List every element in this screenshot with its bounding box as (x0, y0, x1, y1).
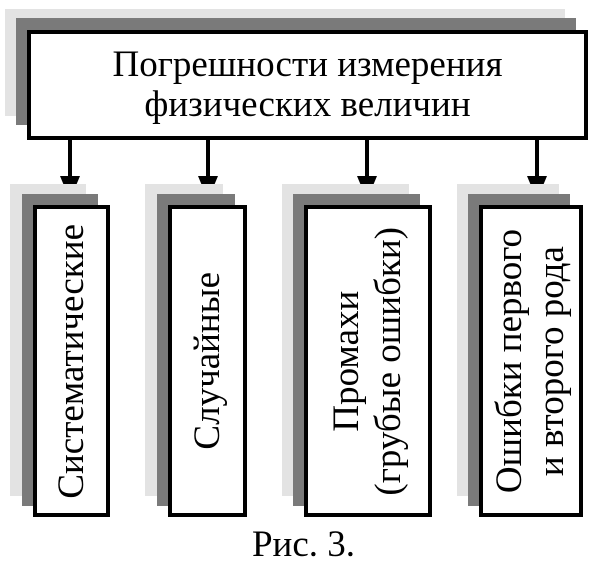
category-random-label: Случайные (186, 272, 228, 450)
category-gross-errors-label: Промахи (грубые ошибки) (326, 227, 410, 496)
category-systematic: Систематические (33, 205, 110, 517)
title-line-2: физических величин (144, 84, 471, 125)
title-line-1: Погрешности измерения (112, 44, 503, 85)
category-type-errors-label: Ошибки первого и второго рода (489, 229, 573, 493)
category-gross-errors-line-1: Промахи (326, 290, 367, 432)
category-type-errors-line-1: Ошибки первого (489, 228, 530, 494)
category-gross-errors-line-2: (грубые ошибки) (368, 226, 409, 496)
category-systematic-label: Систематические (50, 223, 92, 499)
category-random: Случайные (168, 205, 247, 517)
figure-caption: Рис. 3. (251, 524, 356, 565)
category-type-errors: Ошибки первого и второго рода (479, 205, 583, 517)
title-box: Погрешности измерения физических величин (27, 30, 588, 140)
category-gross-errors: Промахи (грубые ошибки) (304, 205, 432, 517)
category-type-errors-line-2: и второго рода (531, 246, 572, 476)
